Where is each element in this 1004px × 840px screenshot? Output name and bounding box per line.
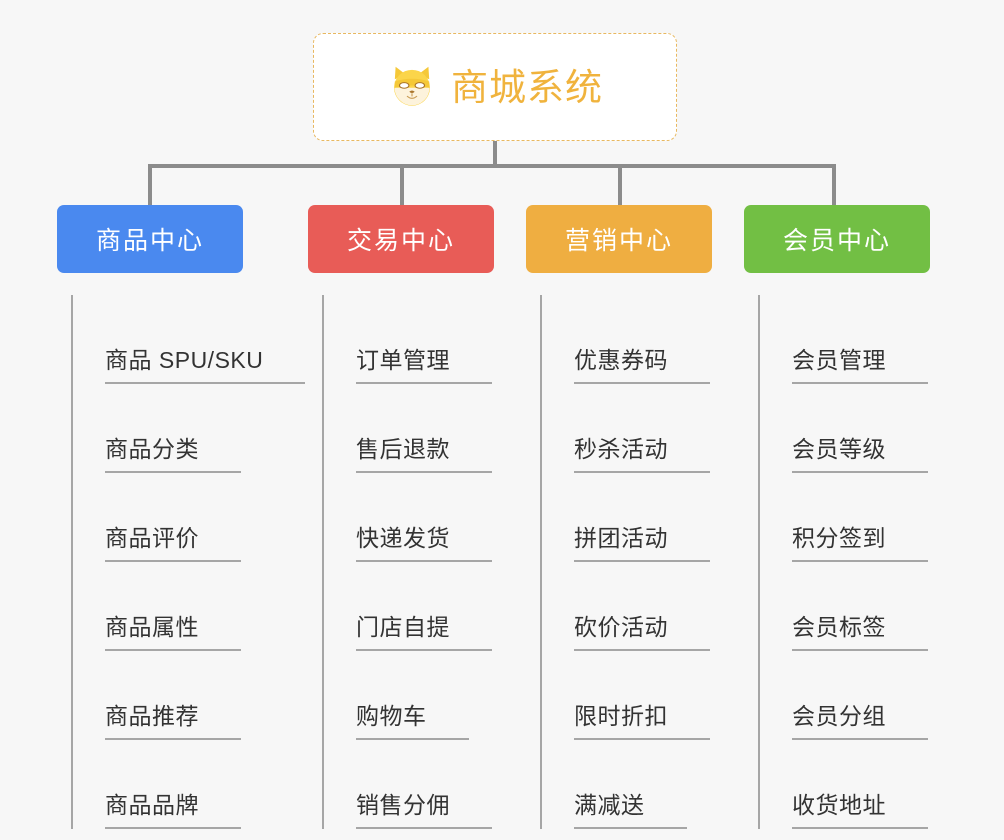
list-item[interactable]: 积分签到 bbox=[760, 473, 968, 562]
leaf-label: 订单管理 bbox=[356, 347, 450, 373]
list-item[interactable]: 拼团活动 bbox=[542, 473, 750, 562]
list-item[interactable]: 限时折扣 bbox=[542, 651, 750, 740]
leaf-label: 限时折扣 bbox=[574, 703, 668, 729]
leaf-label: 售后退款 bbox=[356, 436, 450, 462]
list-item[interactable]: 售后退款 bbox=[324, 384, 532, 473]
leaf-label: 销售分佣 bbox=[356, 792, 450, 818]
list-item[interactable]: 门店自提 bbox=[324, 562, 532, 651]
leaf-list-marketing: 优惠券码 秒杀活动 拼团活动 砍价活动 限时折扣 满减送 bbox=[540, 295, 750, 829]
leaf-label: 门店自提 bbox=[356, 614, 450, 640]
list-item[interactable]: 商品 SPU/SKU bbox=[73, 295, 306, 384]
category-label: 交易中心 bbox=[346, 227, 455, 255]
list-item[interactable]: 会员分组 bbox=[760, 651, 968, 740]
leaf-label: 积分签到 bbox=[792, 525, 886, 551]
connector-drop-3 bbox=[832, 164, 836, 205]
branch-column-marketing: 营销中心 优惠券码 秒杀活动 拼团活动 砍价活动 限时折扣 满减送 bbox=[526, 205, 750, 829]
category-header-member[interactable]: 会员中心 bbox=[744, 205, 930, 273]
list-item[interactable]: 会员管理 bbox=[760, 295, 968, 384]
connector-bus bbox=[148, 164, 836, 168]
leaf-label: 会员等级 bbox=[792, 436, 886, 462]
branch-column-member: 会员中心 会员管理 会员等级 积分签到 会员标签 会员分组 收货地址 bbox=[744, 205, 968, 829]
list-item[interactable]: 满减送 bbox=[542, 740, 750, 829]
shiba-inu-icon bbox=[394, 66, 430, 106]
category-header-marketing[interactable]: 营销中心 bbox=[526, 205, 712, 273]
leaf-label: 拼团活动 bbox=[574, 525, 668, 551]
leaf-label: 会员标签 bbox=[792, 614, 886, 640]
leaf-label: 商品分类 bbox=[105, 436, 199, 462]
category-header-product[interactable]: 商品中心 bbox=[57, 205, 243, 273]
list-item[interactable]: 订单管理 bbox=[324, 295, 532, 384]
leaf-list-member: 会员管理 会员等级 积分签到 会员标签 会员分组 收货地址 bbox=[758, 295, 968, 829]
connector-root-stem bbox=[493, 141, 497, 168]
list-item[interactable]: 砍价活动 bbox=[542, 562, 750, 651]
root-node[interactable]: 商城系统 bbox=[313, 33, 677, 141]
branch-column-product: 商品中心 商品 SPU/SKU 商品分类 商品评价 商品属性 商品推荐 商品品牌 bbox=[57, 205, 306, 829]
leaf-label: 购物车 bbox=[356, 703, 427, 729]
leaf-label: 优惠券码 bbox=[574, 347, 668, 373]
connector-drop-2 bbox=[618, 164, 622, 205]
leaf-label: 商品属性 bbox=[105, 614, 199, 640]
list-item[interactable]: 商品评价 bbox=[73, 473, 287, 562]
leaf-list-product: 商品 SPU/SKU 商品分类 商品评价 商品属性 商品推荐 商品品牌 bbox=[71, 295, 306, 829]
list-item[interactable]: 收货地址 bbox=[760, 740, 968, 829]
category-label: 会员中心 bbox=[782, 227, 891, 255]
leaf-label: 商品品牌 bbox=[105, 792, 199, 818]
leaf-label: 商品评价 bbox=[105, 525, 199, 551]
leaf-label: 会员管理 bbox=[792, 347, 886, 373]
list-item[interactable]: 商品属性 bbox=[73, 562, 287, 651]
leaf-label: 秒杀活动 bbox=[574, 436, 668, 462]
list-item[interactable]: 会员等级 bbox=[760, 384, 968, 473]
category-header-trade[interactable]: 交易中心 bbox=[308, 205, 494, 273]
list-item[interactable]: 商品分类 bbox=[73, 384, 287, 473]
leaf-label: 砍价活动 bbox=[574, 614, 668, 640]
connector-drop-1 bbox=[400, 164, 404, 205]
leaf-list-trade: 订单管理 售后退款 快递发货 门店自提 购物车 销售分佣 bbox=[322, 295, 532, 829]
list-item[interactable]: 秒杀活动 bbox=[542, 384, 750, 473]
leaf-label: 商品推荐 bbox=[105, 703, 199, 729]
branch-column-trade: 交易中心 订单管理 售后退款 快递发货 门店自提 购物车 销售分佣 bbox=[308, 205, 532, 829]
category-label: 商品中心 bbox=[95, 227, 204, 255]
leaf-label: 商品 SPU/SKU bbox=[105, 347, 264, 373]
list-item[interactable]: 会员标签 bbox=[760, 562, 968, 651]
list-item[interactable]: 商品品牌 bbox=[73, 740, 287, 829]
list-item[interactable]: 购物车 bbox=[324, 651, 532, 740]
root-title: 商城系统 bbox=[451, 66, 603, 108]
connector-drop-0 bbox=[148, 164, 152, 205]
list-item[interactable]: 快递发货 bbox=[324, 473, 532, 562]
leaf-label: 会员分组 bbox=[792, 703, 886, 729]
leaf-label: 满减送 bbox=[574, 792, 645, 818]
leaf-label: 收货地址 bbox=[792, 792, 886, 818]
list-item[interactable]: 商品推荐 bbox=[73, 651, 287, 740]
category-label: 营销中心 bbox=[564, 227, 673, 255]
list-item[interactable]: 优惠券码 bbox=[542, 295, 750, 384]
leaf-label: 快递发货 bbox=[356, 525, 450, 551]
list-item[interactable]: 销售分佣 bbox=[324, 740, 532, 829]
